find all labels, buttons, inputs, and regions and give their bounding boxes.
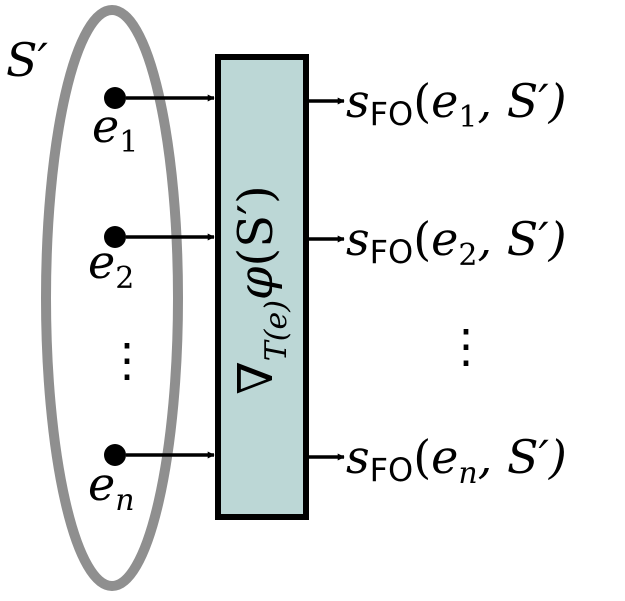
input-node-e2 (104, 226, 126, 248)
set-label: S′ (6, 33, 49, 87)
input-label-e1: e1 (92, 99, 138, 160)
input-ellipsis: ⋮ (104, 333, 150, 387)
svg-text:∇T(e)φ(S′): ∇T(e)φ(S′) (228, 185, 294, 395)
output-label-1: sFO(e1, S′) (346, 74, 567, 135)
input-label-en: en (88, 457, 135, 518)
gradient-label: ∇T(e)φ(S′) (228, 185, 294, 395)
input-label-e2: e2 (88, 235, 134, 296)
input-node-e1 (104, 87, 126, 109)
output-label-2: sFO(e2, S′) (346, 212, 567, 273)
output-label-n: sFO(en, S′) (346, 430, 567, 491)
gradient-block (215, 54, 309, 520)
set-ellipse (41, 5, 183, 591)
output-ellipsis: ⋮ (443, 319, 489, 373)
input-node-en (104, 444, 126, 466)
